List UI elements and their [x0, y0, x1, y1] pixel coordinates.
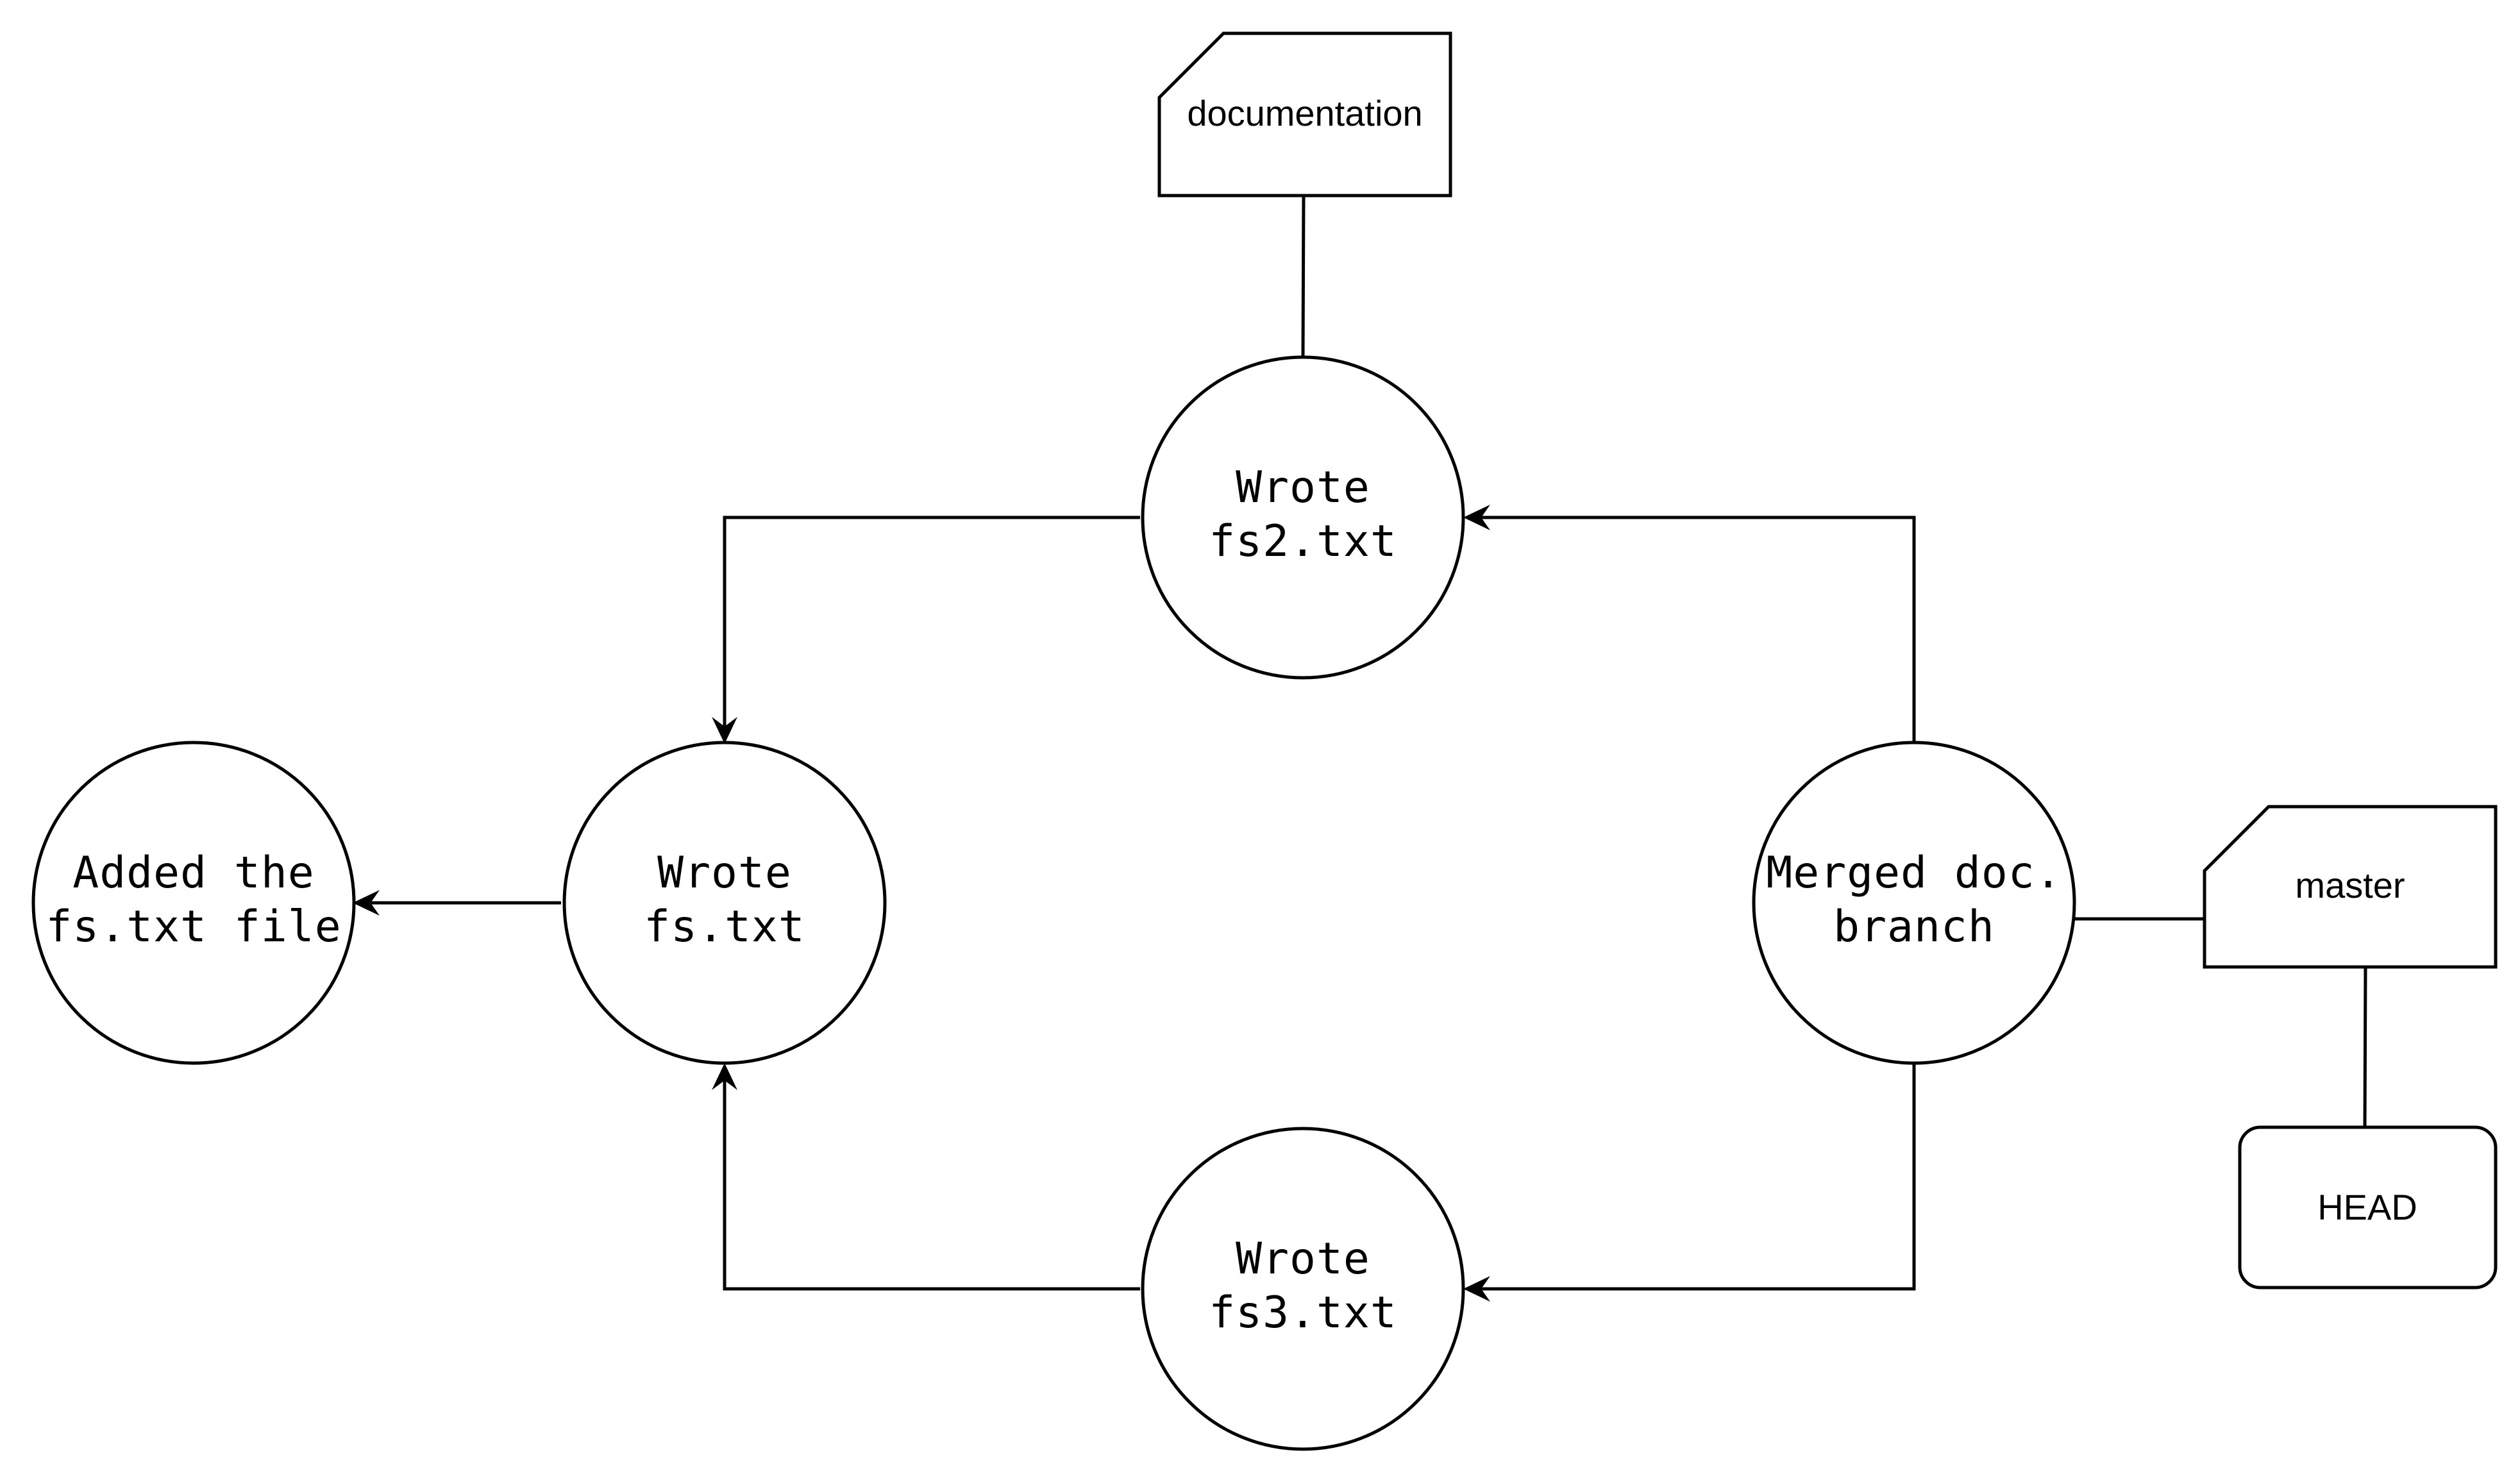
edge-merge-to-fs2	[1463, 505, 1916, 743]
edge-fs2-to-fs	[712, 516, 1140, 744]
commit-merge-line2: branch	[1833, 902, 1995, 952]
head-label[interactable]: HEAD	[2238, 1125, 2498, 1289]
commit-initial-line2: fs.txt file	[46, 902, 341, 952]
commit-merge-line1: Merged doc.	[1766, 848, 2062, 898]
commit-fs-line2: fs.txt	[644, 902, 805, 952]
connector-documentation-to-fs2	[1301, 195, 1306, 357]
commit-initial-line1: Added the	[72, 848, 314, 898]
branch-label-documentation-text: documentation	[1187, 93, 1422, 133]
arrowhead-icon	[1463, 1276, 1490, 1302]
arrowhead-icon	[1463, 505, 1490, 530]
edge-merge-to-fs3	[1463, 1063, 1916, 1302]
commit-fs2-line1: Wrote	[1236, 462, 1370, 513]
commit-fs[interactable]: Wrote fs.txt	[562, 741, 887, 1065]
edge-fs-to-initial	[353, 890, 561, 916]
head-label-text: HEAD	[2317, 1187, 2417, 1227]
arrowhead-icon	[712, 717, 737, 744]
commit-fs2-line2: fs2.txt	[1209, 516, 1397, 567]
commit-fs3[interactable]: Wrote fs3.txt	[1141, 1127, 1465, 1451]
commit-merge[interactable]: Merged doc. branch	[1752, 741, 2076, 1065]
arrowhead-icon	[353, 890, 380, 916]
branch-label-master[interactable]: master	[2203, 805, 2498, 969]
branch-label-documentation[interactable]: documentation	[1157, 31, 1452, 197]
commit-fs-line1: Wrote	[657, 848, 792, 898]
commit-fs3-line1: Wrote	[1236, 1234, 1370, 1284]
edge-fs3-to-fs	[712, 1063, 1140, 1291]
commit-fs2[interactable]: Wrote fs2.txt	[1141, 355, 1465, 680]
commit-fs3-line2: fs3.txt	[1209, 1288, 1397, 1338]
commit-initial[interactable]: Added the fs.txt file	[31, 741, 356, 1065]
branch-label-master-text: master	[2295, 865, 2405, 905]
arrowhead-icon	[712, 1063, 737, 1090]
